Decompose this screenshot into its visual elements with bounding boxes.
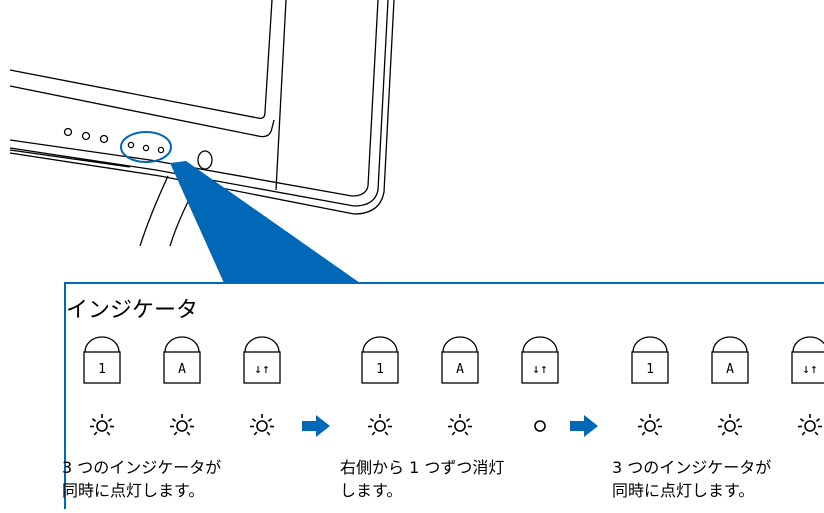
arrow-right-icon [302, 415, 330, 437]
indicator-key: A [712, 337, 748, 435]
lamp-lit-icon [170, 414, 194, 435]
indicator-key: ↓↑ [244, 337, 280, 435]
lamp-lit-icon [90, 414, 114, 435]
indicator-key: 1 [632, 337, 668, 435]
lamp-lit-icon [718, 414, 742, 435]
indicator-key-label: A [456, 362, 464, 377]
indicator-key: 1 [362, 337, 398, 435]
lamp-lit-icon [798, 414, 822, 435]
lamp-off-icon [535, 421, 545, 431]
indicator-key-label: ↓↑ [802, 362, 818, 377]
indicator-key-label: A [178, 362, 186, 377]
lamp-lit-icon [368, 414, 392, 435]
step3-caption: 3 つのインジケータが 同時に点灯します。 [612, 456, 771, 502]
indicator-key-label: A [726, 362, 734, 377]
step3-caption-line2: 同時に点灯します。 [612, 479, 771, 502]
indicator-key-label: 1 [376, 362, 384, 377]
step1-caption-line2: 同時に点灯します。 [62, 479, 221, 502]
lamp-lit-icon [448, 414, 472, 435]
indicator-key-label: 1 [98, 362, 106, 377]
step-3: 1 A ↓↑ [632, 337, 824, 435]
lamp-lit-icon [250, 414, 274, 435]
arrow-right-icon [570, 415, 598, 437]
step-2: 1 A ↓↑ [362, 337, 558, 435]
indicator-key: A [442, 337, 478, 435]
indicator-key: A [164, 337, 200, 435]
step2-caption: 右側から 1 つずつ消灯 します。 [340, 456, 504, 502]
step3-caption-line1: 3 つのインジケータが [612, 456, 771, 479]
indicator-key: ↓↑ [522, 337, 558, 431]
step1-caption-line1: 3 つのインジケータが [62, 456, 221, 479]
indicator-key: ↓↑ [792, 337, 824, 435]
indicator-key: 1 [84, 337, 120, 435]
lamp-lit-icon [638, 414, 662, 435]
step2-caption-line2: します。 [340, 479, 504, 502]
step1-caption: 3 つのインジケータが 同時に点灯します。 [62, 456, 221, 502]
step2-caption-line1: 右側から 1 つずつ消灯 [340, 456, 504, 479]
indicator-key-label: 1 [646, 362, 654, 377]
indicator-key-label: ↓↑ [254, 362, 270, 377]
indicator-key-label: ↓↑ [532, 362, 548, 377]
step-1: 1 A ↓↑ [84, 337, 280, 435]
callout-pointer [170, 161, 360, 283]
panel-title: インジケータ [66, 292, 198, 324]
